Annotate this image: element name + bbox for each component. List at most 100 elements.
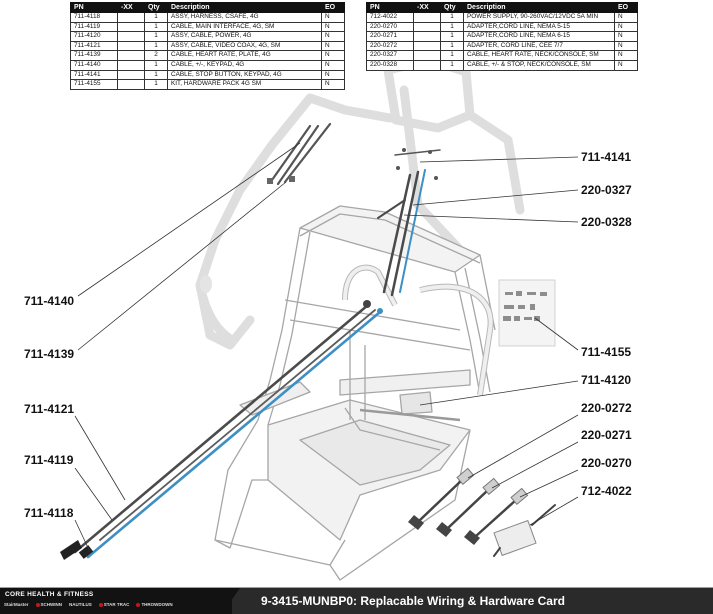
- callout-711-4141: 711-4141: [581, 150, 632, 164]
- cell-xx: [117, 50, 145, 61]
- cell-pn: 220-0270: [366, 21, 414, 33]
- cell-xx: [117, 40, 145, 52]
- brand-label: StairMaster: [4, 602, 29, 607]
- callout-220-0328: 220-0328: [581, 215, 632, 229]
- loose-cables-top: [267, 122, 332, 186]
- cell-eo: N: [614, 12, 638, 23]
- col-header-eo: EO: [614, 2, 638, 13]
- brand-label: STAR TRAC: [103, 602, 130, 607]
- long-cables: [60, 300, 383, 560]
- cell-qty: 1: [440, 59, 464, 71]
- brand-logo: SCHWINN: [35, 602, 63, 607]
- callout-220-0272: 220-0272: [581, 401, 632, 415]
- cell-description: ASSY, CABLE, POWER, 4G: [167, 31, 322, 42]
- footer-brand-panel: CORE HEALTH & FITNESS StairMaster SCHWIN…: [0, 588, 232, 614]
- cell-pn: 712-4022: [366, 12, 414, 23]
- cell-pn: 711-4155: [70, 79, 118, 90]
- col-header-eo: EO: [321, 2, 345, 13]
- cell-description: ASSY, CABLE, VIDEO COAX, 4G, SM: [167, 40, 322, 52]
- cell-qty: 1: [144, 12, 168, 23]
- cell-eo: N: [321, 69, 345, 81]
- cell-description: CABLE, HEART RATE, PLATE, 4G: [167, 50, 322, 61]
- col-header-description: Description: [167, 2, 322, 13]
- power-adapters: [408, 467, 556, 557]
- cell-pn: 711-4119: [70, 21, 118, 33]
- hardware-pack-card: [498, 279, 556, 347]
- cell-eo: N: [614, 40, 638, 52]
- cell-eo: N: [321, 79, 345, 90]
- callout-220-0271: 220-0271: [581, 428, 632, 442]
- brand-logo: STAR TRAC: [98, 602, 130, 607]
- machine-ghost-outline: [195, 55, 525, 350]
- cell-qty: 2: [144, 50, 168, 61]
- callout-711-4118: 711-4118: [24, 506, 74, 520]
- cell-qty: 1: [440, 31, 464, 42]
- cell-eo: N: [614, 31, 638, 42]
- ghost-knob: [200, 275, 212, 293]
- frame-assembly: [214, 205, 496, 581]
- cell-pn: 711-4118: [70, 12, 118, 23]
- col-header-qty: Qty: [144, 2, 168, 13]
- cell-xx: [413, 31, 441, 42]
- col-header-pn: PN: [70, 2, 118, 13]
- cell-description: CABLE, MAIN INTERFACE, 4G, SM: [167, 21, 322, 33]
- cell-xx: [413, 21, 441, 33]
- cell-pn: 711-4121: [70, 40, 118, 52]
- brand-logos: StairMaster SCHWINN NAUTILUS STAR TRAC T…: [4, 602, 173, 607]
- cell-description: KIT, HARDWARE PACK 4G SM: [167, 79, 322, 90]
- cell-pn: 220-0272: [366, 40, 414, 52]
- cell-eo: N: [614, 50, 638, 61]
- brand-dot-icon: [35, 602, 40, 607]
- cell-xx: [413, 40, 441, 52]
- cell-xx: [413, 50, 441, 61]
- neck-cables: [377, 148, 441, 297]
- leader-lines: [74, 142, 579, 553]
- cell-eo: N: [321, 31, 345, 42]
- cell-description: CABLE, HEART RATE, NECK/CONSOLE, SM: [463, 50, 615, 61]
- cell-description: CABLE, +/- & STOP, NECK/CONSOLE, SM: [463, 59, 615, 71]
- footer-bar: CORE HEALTH & FITNESS StairMaster SCHWIN…: [0, 588, 713, 614]
- cell-description: ASSY, HARNESS, CSAFE, 4G: [167, 12, 322, 23]
- col-header-qty: Qty: [440, 2, 464, 13]
- cell-qty: 1: [440, 40, 464, 52]
- cell-xx: [413, 12, 441, 23]
- brand-logo: NAUTILUS: [69, 602, 92, 607]
- company-name: CORE HEALTH & FITNESS: [5, 591, 94, 598]
- brand-label: SCHWINN: [40, 602, 63, 607]
- cell-eo: N: [614, 21, 638, 33]
- callout-711-4120: 711-4120: [581, 373, 632, 387]
- cell-qty: 1: [144, 31, 168, 42]
- cell-xx: [413, 59, 441, 71]
- cell-xx: [117, 79, 145, 90]
- cell-eo: N: [321, 12, 345, 23]
- cell-description: ADAPTER, CORD LINE, CEE 7/7: [463, 40, 615, 52]
- cell-pn: 711-4139: [70, 50, 118, 61]
- cell-qty: 1: [144, 40, 168, 52]
- callout-712-4022: 712-4022: [581, 484, 632, 498]
- cell-pn: 711-4141: [70, 69, 118, 81]
- callout-711-4139: 711-4139: [24, 347, 75, 361]
- cell-xx: [117, 21, 145, 33]
- callout-711-4121: 711-4121: [24, 402, 75, 416]
- cell-pn: 711-4140: [70, 59, 118, 71]
- cell-eo: N: [321, 21, 345, 33]
- cell-qty: 1: [440, 50, 464, 61]
- cell-pn: 711-4120: [70, 31, 118, 42]
- cell-eo: N: [321, 50, 345, 61]
- col-header-xx: -XX: [117, 2, 145, 13]
- cell-pn: 220-0328: [366, 59, 414, 71]
- exploded-diagram: [60, 55, 579, 581]
- cell-qty: 1: [144, 21, 168, 33]
- callout-711-4140: 711-4140: [24, 294, 75, 308]
